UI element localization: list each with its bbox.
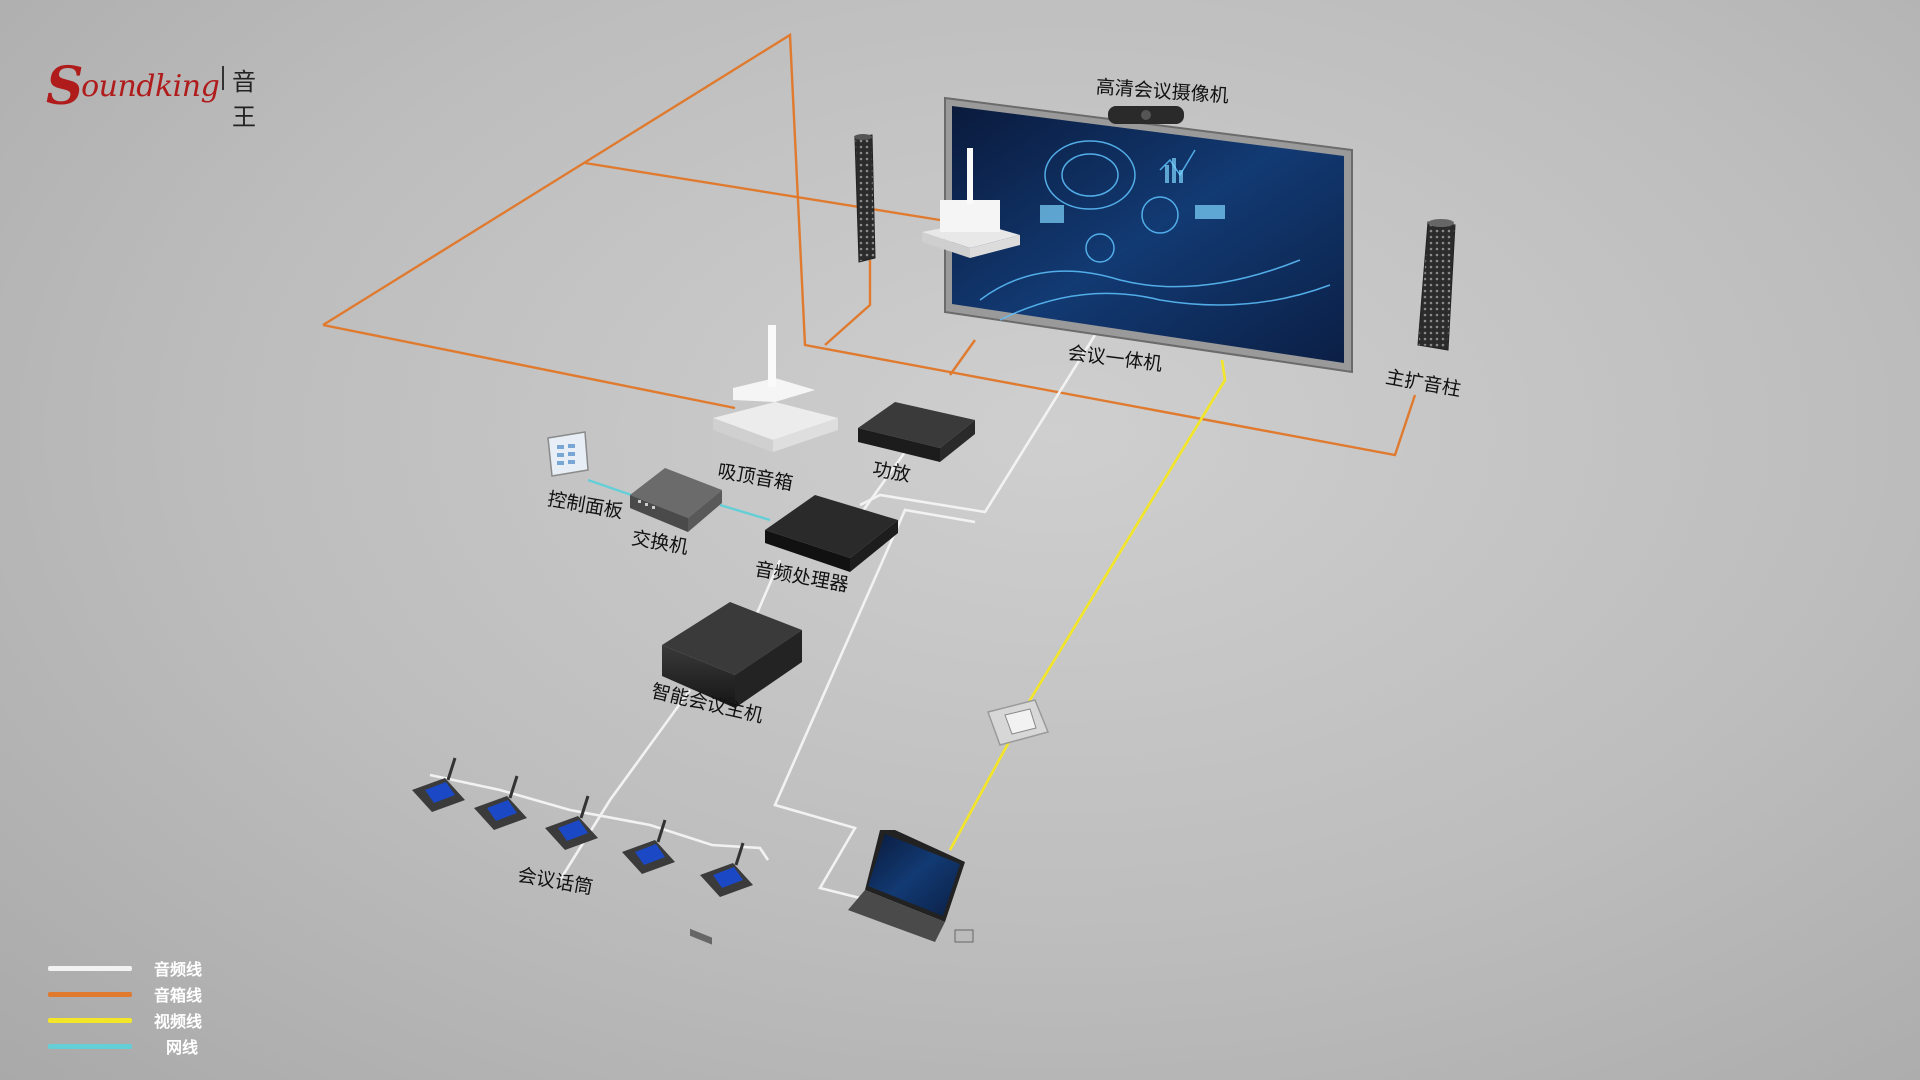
audio-cable	[558, 689, 692, 881]
laptop	[848, 830, 974, 943]
conference-display	[944, 96, 1353, 374]
microphone	[545, 795, 598, 850]
legend-label: 音箱线	[154, 986, 203, 1005]
legend-row-video: 视频线	[48, 1007, 226, 1033]
conference-microphones	[412, 757, 753, 897]
network-cable	[719, 503, 771, 522]
legend-row-audio: 音频线	[48, 955, 226, 981]
legend-swatch	[48, 991, 132, 997]
legend-label: 网线	[166, 1038, 199, 1057]
legend-swatch	[48, 965, 132, 971]
microphone	[700, 842, 753, 897]
microphone	[412, 757, 465, 812]
audio-cable	[858, 444, 912, 516]
legend-swatch	[48, 1017, 132, 1023]
logo-separator	[222, 66, 224, 90]
audio-cable	[753, 559, 782, 619]
legend-row-speaker: 音箱线	[48, 981, 226, 1007]
speaker-cable	[824, 260, 872, 346]
soundking-logo: Soundking 音王	[46, 42, 266, 131]
conference-host	[662, 602, 802, 945]
hd-camera	[1108, 106, 1184, 124]
legend-swatch	[48, 1043, 132, 1049]
video-cable	[948, 359, 1227, 851]
logo-brand-cn: 音王	[232, 68, 256, 131]
control-panel	[547, 431, 589, 477]
speaker-cable	[584, 161, 941, 222]
audio-cable	[429, 773, 770, 861]
microphone	[474, 775, 527, 830]
speaker-cables	[322, 32, 1417, 457]
speaker-cable	[949, 339, 976, 376]
floor-socket	[987, 699, 1050, 746]
audio-cable	[773, 508, 976, 900]
speaker-cable	[322, 323, 736, 410]
logo-brand: Soundking	[46, 56, 220, 117]
audio-cables	[429, 334, 1097, 900]
legend-label: 视频线	[154, 1012, 203, 1031]
microphone	[622, 819, 675, 874]
speaker-cable	[322, 32, 1417, 457]
left-column-speaker	[854, 134, 876, 263]
cable-legend: 音频线 音箱线 视频线 网线	[48, 955, 226, 1059]
main-column-speaker	[1417, 219, 1456, 351]
amplifier	[858, 402, 975, 462]
ceiling-speaker-lower	[713, 325, 838, 452]
audio-processor	[765, 495, 898, 572]
ceiling-speaker-upper	[922, 148, 1020, 258]
legend-label: 音频线	[154, 960, 203, 979]
legend-row-network: 网线	[48, 1033, 226, 1059]
network-switch	[630, 468, 722, 532]
